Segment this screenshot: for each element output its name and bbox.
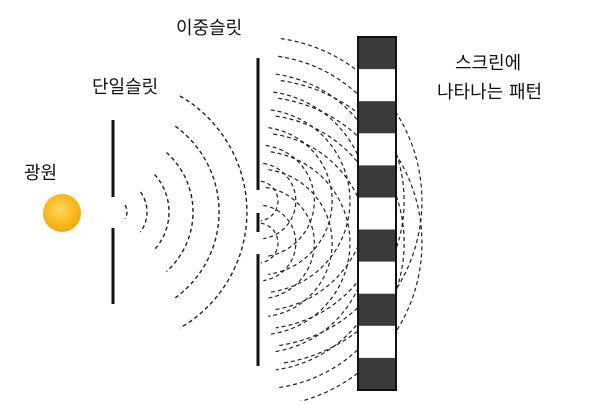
lower-slit-wavefront <box>268 169 333 317</box>
single-slit-wavefront <box>166 151 194 273</box>
screen-border <box>357 36 397 391</box>
single-slit-wavefront <box>139 191 148 233</box>
screen-dark-band <box>358 165 396 198</box>
lower-slit-wavefront <box>263 204 297 282</box>
screen-bright-band <box>358 261 396 295</box>
single-slit-wavefront <box>154 174 170 250</box>
screen-dark-band <box>358 37 396 70</box>
screen-bright-band <box>358 69 396 102</box>
screen-bright-band <box>358 197 396 231</box>
lower-slit-wavefront <box>260 222 279 264</box>
screen-bright-band <box>358 325 396 359</box>
lower-slit-wavefront <box>265 186 315 300</box>
upper-slit-wavefront <box>273 91 369 311</box>
lower-slit-wavefront <box>278 97 405 389</box>
single-slit-wavefronts <box>124 95 248 329</box>
lower-slit-wavefront <box>280 80 423 405</box>
upper-slit-wavefront <box>265 144 315 258</box>
upper-slit-wavefront <box>268 127 333 275</box>
screen-label-line1: 스크린에 <box>455 53 522 74</box>
upper-slit-wavefront <box>270 109 351 293</box>
lower-slit-wavefront <box>270 151 351 335</box>
single-slit-wavefront <box>174 125 220 299</box>
double-slit-label: 이중슬릿 <box>176 18 243 39</box>
upper-slit-wavefront <box>278 55 405 347</box>
slit-barriers <box>111 58 260 366</box>
double-slit-wavefronts <box>260 38 423 405</box>
screen-pattern <box>357 36 397 391</box>
screen-dark-band <box>358 357 396 391</box>
single-slit-wavefront <box>124 204 128 220</box>
single-slit-wavefront <box>179 95 248 329</box>
lower-slit-wavefront <box>273 133 369 353</box>
upper-slit-wavefront <box>260 180 279 222</box>
light-source-icon <box>43 194 81 232</box>
screen-dark-band <box>358 229 396 263</box>
screen-dark-band <box>358 101 396 134</box>
upper-slit-wavefront <box>280 38 423 364</box>
light-source-label: 광원 <box>24 163 58 184</box>
upper-slit-wavefront <box>263 162 297 240</box>
screen-bright-band <box>358 133 396 166</box>
single-slit-label: 단일슬릿 <box>92 77 159 98</box>
screen-label-line2: 나타나는 패턴 <box>437 82 543 103</box>
screen-dark-band <box>358 293 396 327</box>
